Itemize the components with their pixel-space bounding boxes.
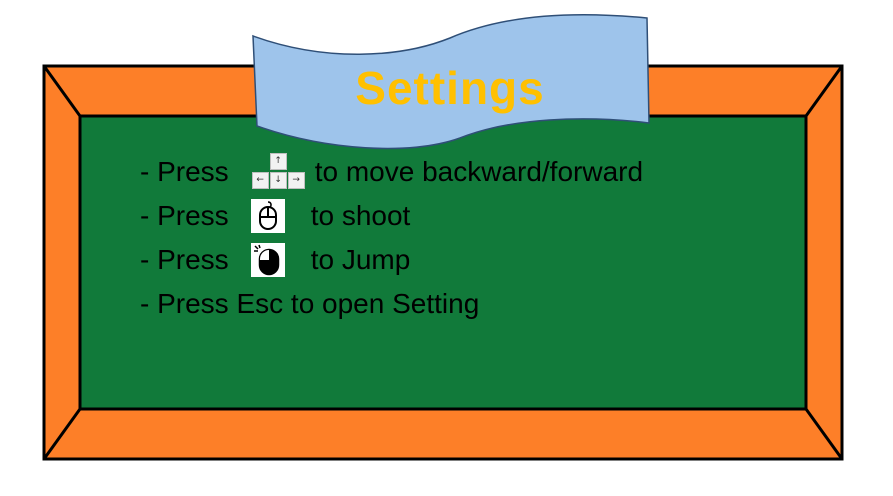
- arrow-left-key: ←: [251, 172, 269, 189]
- board-green: [78, 114, 808, 411]
- arrow-down-key: ↓: [269, 172, 287, 189]
- instruction-text: to Jump: [310, 244, 411, 275]
- instruction-move: - Press ↑ ← ↓ → to move backward/forward: [140, 150, 643, 194]
- frame-corner-tl: [42, 65, 82, 117]
- instruction-prefix: - Press: [140, 156, 229, 187]
- instruction-text: - Press Esc to open Setting: [140, 288, 480, 319]
- arrow-keys-icon: ↑ ← ↓ →: [251, 153, 307, 191]
- arrow-right-key: →: [287, 172, 305, 189]
- frame-corner-tr: [804, 65, 844, 117]
- settings-title: Settings: [355, 62, 545, 114]
- frame-corner-bl: [42, 408, 82, 460]
- frame-corner-br: [804, 408, 844, 460]
- instructions-list: - Press ↑ ← ↓ → to move backward/forward…: [140, 150, 643, 326]
- instruction-text: to move backward/forward: [314, 156, 644, 187]
- arrow-up-key: ↑: [269, 153, 287, 170]
- instruction-esc: - Press Esc to open Setting: [140, 282, 643, 326]
- mouse-right-click-icon: [250, 243, 285, 277]
- banner-shape: [252, 13, 650, 150]
- instruction-shoot: - Press to shoot: [140, 194, 643, 238]
- instruction-jump: - Press to Jump: [140, 238, 643, 282]
- instruction-text: to shoot: [310, 200, 411, 231]
- instruction-prefix: - Press: [140, 244, 229, 275]
- mouse-left-click-icon: [250, 199, 285, 233]
- instruction-prefix: - Press: [140, 200, 229, 231]
